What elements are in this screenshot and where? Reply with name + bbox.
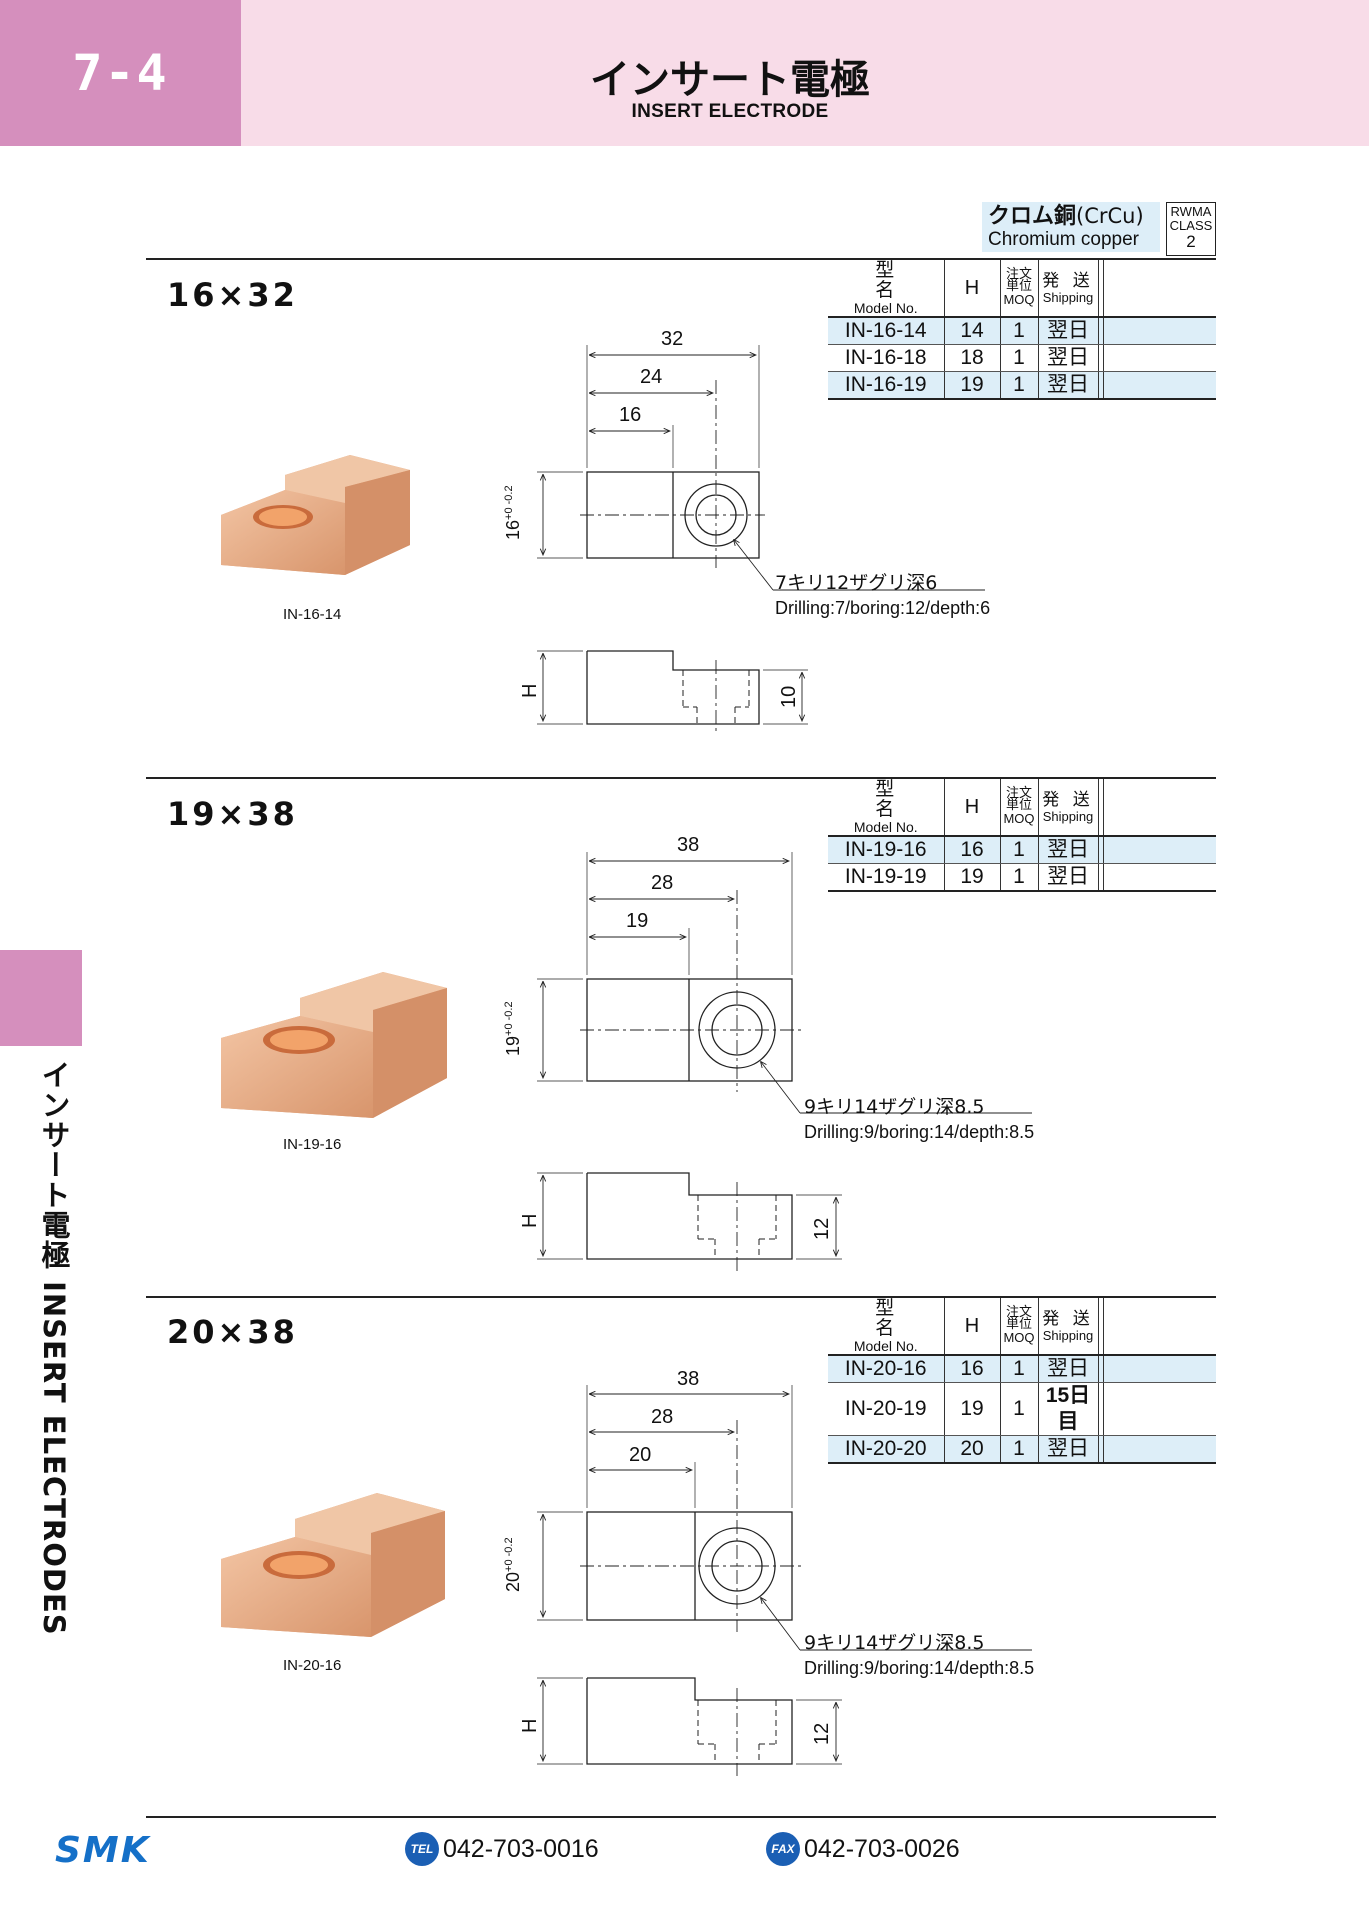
dimension-label: H (519, 683, 541, 698)
material-box: クロム銅(CrCu) Chromium copper (982, 202, 1160, 252)
fax-contact: FAX 042-703-0026 (766, 1832, 960, 1866)
material-name-jp: クロム銅(CrCu) (988, 204, 1144, 229)
dimension-label: 10 (778, 685, 800, 708)
dimension-label: H (519, 1213, 541, 1228)
fax-icon: FAX (766, 1832, 800, 1866)
page-title: インサート電極 (590, 57, 870, 103)
section-number: 7-4 (0, 0, 241, 146)
photo-label: IN-19-16 (283, 1136, 342, 1153)
hole-note-jp: 7キリ12ザグリ深6 (775, 572, 938, 594)
hole-note-en: Drilling:7/boring:12/depth:6 (775, 598, 991, 618)
dimension-label: 20 (629, 1444, 652, 1466)
dimension-label: 16 (619, 404, 642, 426)
section-title: 19×38 (167, 795, 298, 833)
side-tab-marker (0, 950, 82, 1046)
page-header: 7-4 インサート電極 INSERT ELECTRODE (0, 0, 1369, 146)
dimension-label: 38 (677, 834, 700, 856)
dimension-label: 19 (626, 910, 649, 932)
dimension-label: 28 (651, 1406, 674, 1428)
dimension-label: 16+0 -0.2 (503, 485, 523, 540)
hole-note-jp: 9キリ14ザグリ深8.5 (804, 1632, 985, 1654)
dimension-label: 12 (811, 1217, 833, 1240)
page-subtitle: INSERT ELECTRODE (631, 101, 829, 122)
product-photo (221, 1493, 445, 1637)
hole-note-jp: 9キリ14ザグリ深8.5 (804, 1096, 985, 1118)
section-divider (146, 777, 1216, 779)
dimension-label: 19+0 -0.2 (503, 1001, 523, 1056)
product-photo (221, 972, 447, 1118)
section-divider (146, 258, 1216, 260)
dimension-label: 28 (651, 872, 674, 894)
rwma-class-box: RWMA CLASS 2 (1166, 202, 1216, 256)
dimension-label: 12 (811, 1722, 833, 1745)
dimension-label: 20+0 -0.2 (503, 1537, 523, 1592)
tel-contact: TEL 042-703-0016 (405, 1832, 599, 1866)
section-title: 16×32 (167, 276, 298, 314)
footer-divider (146, 1816, 1216, 1818)
section-divider (146, 1296, 1216, 1298)
material-name-en: Chromium copper (988, 229, 1139, 250)
section-title: 20×38 (167, 1313, 298, 1351)
company-logo: SMK (55, 1830, 151, 1871)
tel-icon: TEL (405, 1832, 439, 1866)
dimension-label: 38 (677, 1368, 700, 1390)
hole-note-en: Drilling:9/boring:14/depth:8.5 (804, 1122, 1035, 1142)
hole-note-en: Drilling:9/boring:14/depth:8.5 (804, 1658, 1035, 1678)
photo-label: IN-16-14 (283, 606, 342, 623)
tel-number: 042-703-0016 (443, 1834, 599, 1863)
dimension-label: 32 (661, 328, 684, 350)
side-tab-label: インサート電極 INSERT ELECTRODES (37, 1060, 71, 1636)
fax-number: 042-703-0026 (804, 1834, 960, 1863)
photo-label: IN-20-16 (283, 1657, 342, 1674)
dimension-label: 24 (640, 366, 663, 388)
product-photo (221, 455, 410, 575)
dimension-label: H (519, 1718, 541, 1733)
